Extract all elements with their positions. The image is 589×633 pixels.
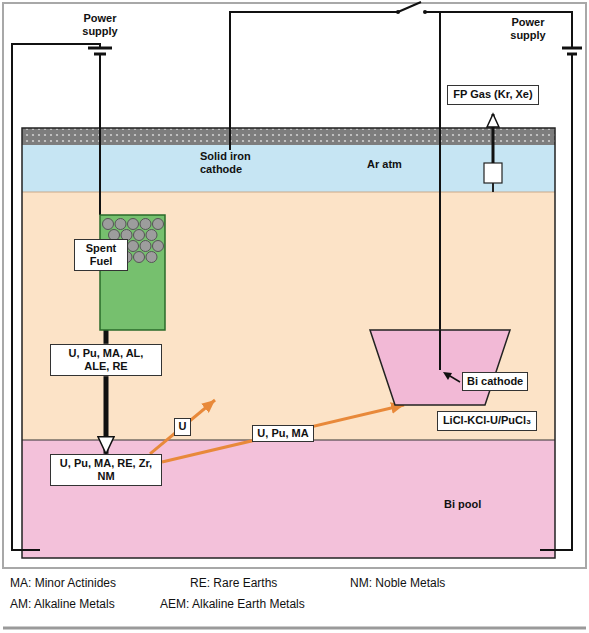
bi-cathode-crucible: Bi cathode xyxy=(370,330,510,405)
abbreviation-note: AM: Alkaline Metals xyxy=(10,597,115,611)
fuel-pellet xyxy=(153,241,164,252)
arrow-label: U xyxy=(174,418,192,435)
box-text: LiCl-KCl-U/PuCl₃ xyxy=(443,414,531,427)
gas-arrow xyxy=(492,114,495,163)
box-text: U, Pu, MA, AL, ALE, RE xyxy=(56,347,156,373)
crucible-body xyxy=(370,330,510,405)
salt-band xyxy=(22,192,555,440)
wire xyxy=(425,12,572,48)
argon-region: Ar atm xyxy=(22,145,555,192)
element-box: U, Pu, MA, AL, ALE, RE xyxy=(50,344,162,376)
fuel-pellet xyxy=(115,219,126,230)
region-label: Bi cathode xyxy=(462,372,528,391)
box-text: U, Pu, MA, RE, Zr, NM xyxy=(56,457,156,483)
bi-pool-region: Bi pool U, Pu, MA, RE, Zr, NM xyxy=(22,440,555,558)
fuel-pellet xyxy=(103,219,114,230)
abbreviation-note: NM: Noble Metals xyxy=(350,576,445,590)
bottom-rule xyxy=(3,627,586,630)
abbreviation-note: AEM: Alkaline Earth Metals xyxy=(160,597,305,611)
crucible-outline xyxy=(370,330,510,405)
fuel-pellet xyxy=(153,219,164,230)
fuel-pellet xyxy=(146,252,157,263)
abbreviation-note: MA: Minor Actinides xyxy=(10,576,116,590)
fuel-pellet xyxy=(140,219,151,230)
switch-blade xyxy=(398,2,421,12)
power-supply-label: Power supply xyxy=(500,16,556,42)
region-label: Bi pool xyxy=(444,498,481,511)
vessel-outline xyxy=(22,128,555,558)
basket-outline xyxy=(100,215,165,330)
fuel-pellet xyxy=(134,252,145,263)
fuel-pellet xyxy=(128,219,139,230)
deposition-arrow xyxy=(162,405,404,462)
fuel-pellet xyxy=(140,241,151,252)
vessel-lid xyxy=(22,128,555,145)
leader-head xyxy=(443,372,452,380)
basket-body xyxy=(100,215,165,330)
region-label: Spent Fuel xyxy=(74,239,128,271)
fuel-pellet xyxy=(134,230,145,241)
fuel-pellet xyxy=(128,241,139,252)
leader-line xyxy=(450,376,460,382)
gas-trap xyxy=(484,163,502,183)
bismuth-pool-band xyxy=(22,440,555,558)
fuel-pellet xyxy=(146,230,157,241)
wire xyxy=(99,54,101,215)
fuel-basket: Spent Fuel xyxy=(100,215,165,330)
power-supply-label: Power supply xyxy=(72,12,128,38)
element-box: U, Pu, MA, RE, Zr, NM xyxy=(50,454,162,486)
region-label: Solid iron cathode xyxy=(200,150,260,176)
gas-pipe xyxy=(492,183,494,192)
transfer-line xyxy=(104,330,109,344)
wire xyxy=(230,12,398,150)
switch-contact xyxy=(423,10,427,14)
abbreviation-note: RE: Rare Earths xyxy=(190,576,277,590)
switch-contact xyxy=(396,10,400,14)
transfer-arrow xyxy=(104,376,109,454)
band-boundary xyxy=(22,192,555,193)
box-text: FP Gas (Kr, Xe) xyxy=(453,88,532,101)
salt-label-box: LiCl-KCl-U/PuCl₃ xyxy=(437,411,537,430)
region-label: Ar atm xyxy=(367,158,402,171)
wire xyxy=(439,330,441,370)
gas-box: FP Gas (Kr, Xe) xyxy=(447,85,538,104)
iron-cathode: Solid iron cathode xyxy=(200,150,260,400)
argon-band xyxy=(22,145,555,192)
arrow-label: U, Pu, MA xyxy=(252,425,313,442)
figure-frame xyxy=(3,3,586,568)
wire xyxy=(540,54,572,550)
deposition-arrow xyxy=(150,400,215,454)
wire xyxy=(439,12,441,330)
lid-texture xyxy=(22,128,555,145)
